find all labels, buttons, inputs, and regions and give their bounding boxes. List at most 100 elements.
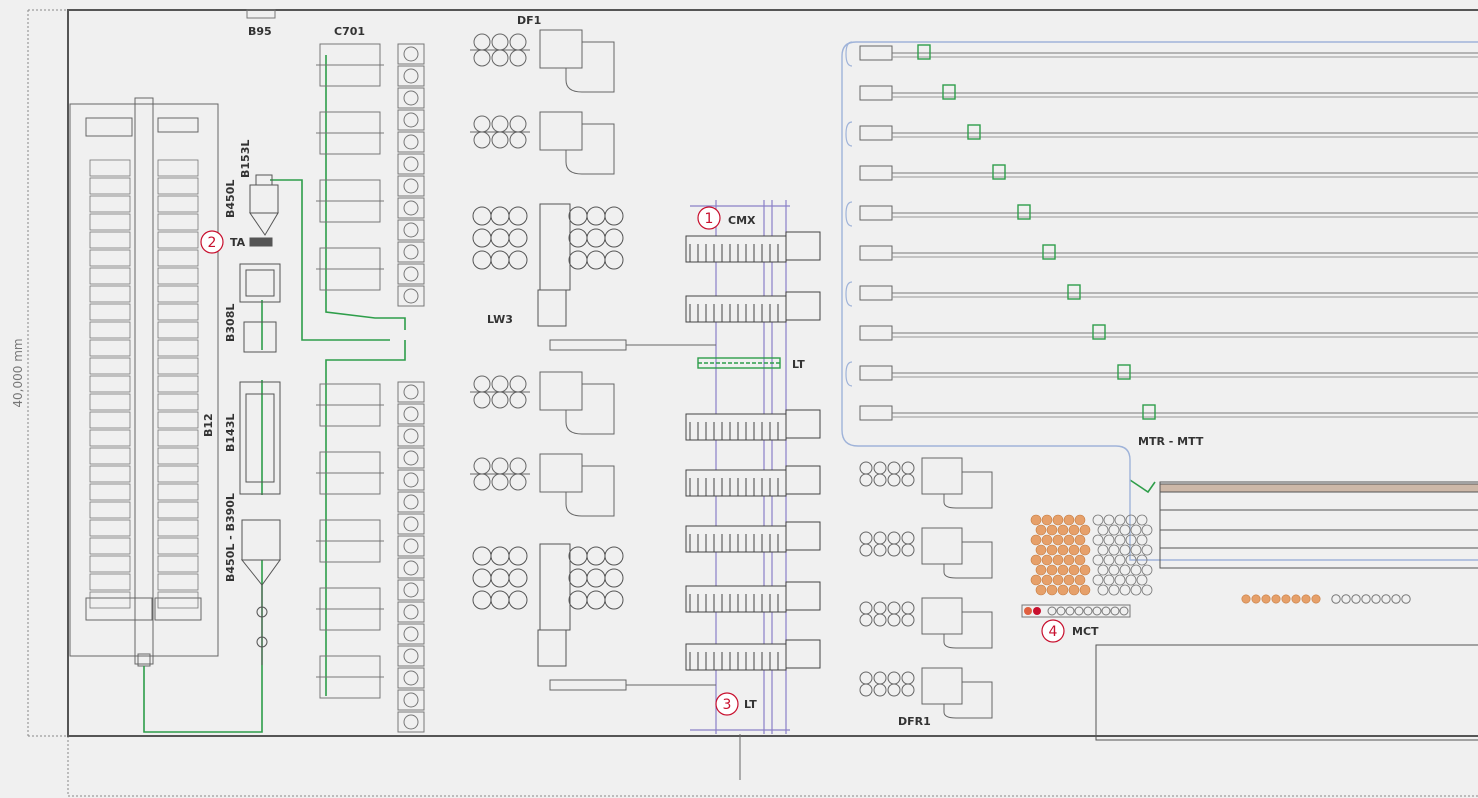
reel bbox=[473, 115, 491, 133]
reel bbox=[509, 115, 527, 133]
empty-coil bbox=[1119, 564, 1131, 576]
label-df1: DF1 bbox=[517, 14, 541, 27]
row-empty-coil bbox=[1361, 594, 1371, 604]
lane-loop bbox=[845, 281, 853, 307]
rack-slot bbox=[89, 159, 131, 177]
pump bbox=[403, 244, 419, 260]
reel bbox=[491, 457, 509, 475]
rack-slot bbox=[89, 339, 131, 357]
full-coil bbox=[1074, 554, 1086, 566]
pump bbox=[403, 112, 419, 128]
empty-coil bbox=[1136, 574, 1148, 586]
reel bbox=[873, 531, 887, 545]
pump bbox=[403, 450, 419, 466]
cmx-head bbox=[785, 581, 821, 611]
reel bbox=[473, 33, 491, 51]
pump-box bbox=[397, 711, 425, 733]
rack-slot bbox=[89, 177, 131, 195]
empty-coil bbox=[1130, 544, 1142, 556]
reel bbox=[473, 457, 491, 475]
label-cmx: CMX bbox=[728, 214, 756, 227]
full-coil bbox=[1030, 514, 1042, 526]
b12-right-rack bbox=[157, 159, 199, 609]
full-coil bbox=[1068, 544, 1080, 556]
reel bbox=[491, 131, 509, 149]
full-coil bbox=[1068, 524, 1080, 536]
empty-coil bbox=[1130, 584, 1142, 596]
mtr-return-loop bbox=[841, 41, 1478, 561]
row-full-coil bbox=[1311, 594, 1321, 604]
row-full-coil bbox=[1281, 594, 1291, 604]
pump bbox=[403, 178, 419, 194]
full-coil bbox=[1035, 544, 1047, 556]
spool bbox=[508, 568, 528, 588]
label-b450l-b390l: B450L - B390L bbox=[224, 493, 237, 582]
pump bbox=[403, 516, 419, 532]
rack-slot bbox=[89, 447, 131, 465]
empty-coil bbox=[1108, 564, 1120, 576]
rack-slot bbox=[89, 519, 131, 537]
row-empty-coil bbox=[1391, 594, 1401, 604]
full-coil bbox=[1057, 544, 1069, 556]
full-coil bbox=[1046, 564, 1058, 576]
spool bbox=[490, 250, 510, 270]
full-coil bbox=[1052, 554, 1064, 566]
lane-loop bbox=[845, 41, 853, 67]
pump-box bbox=[397, 601, 425, 623]
row-full-coil bbox=[1291, 594, 1301, 604]
df1-equipment bbox=[470, 29, 615, 517]
pump bbox=[403, 222, 419, 238]
full-coil bbox=[1035, 564, 1047, 576]
full-coil bbox=[1063, 554, 1075, 566]
lw3-equipment bbox=[472, 203, 624, 667]
spool bbox=[586, 228, 606, 248]
green-pipes bbox=[143, 55, 1156, 733]
rack-slot bbox=[89, 375, 131, 393]
row-coil bbox=[1101, 606, 1111, 616]
rack-slot bbox=[157, 447, 199, 465]
pump bbox=[403, 494, 419, 510]
full-coil bbox=[1030, 554, 1042, 566]
spool bbox=[508, 228, 528, 248]
callout-4: 4 bbox=[1041, 619, 1065, 643]
row-coil bbox=[1110, 606, 1120, 616]
dfr-chute bbox=[943, 471, 993, 509]
rack-slot bbox=[157, 555, 199, 573]
building-outline bbox=[67, 9, 1478, 737]
reel bbox=[873, 601, 887, 615]
pump-box bbox=[397, 381, 425, 403]
callout-2: 2 bbox=[200, 230, 224, 254]
pump-box bbox=[397, 425, 425, 447]
empty-coil bbox=[1130, 524, 1142, 536]
b12-left-rack bbox=[89, 159, 131, 609]
row-coil bbox=[1083, 606, 1093, 616]
cmx-head bbox=[785, 465, 821, 495]
lane-loop bbox=[845, 361, 853, 387]
spool bbox=[490, 206, 510, 226]
rack-slot bbox=[157, 393, 199, 411]
reel bbox=[473, 131, 491, 149]
label-lt-mid: LT bbox=[792, 358, 805, 371]
spool bbox=[490, 228, 510, 248]
spool bbox=[508, 250, 528, 270]
dfr-unit bbox=[921, 597, 963, 635]
cmx-body bbox=[685, 413, 787, 441]
rack-slot bbox=[157, 213, 199, 231]
rack-slot bbox=[157, 159, 199, 177]
callout-3: 3 bbox=[715, 692, 739, 716]
spool bbox=[568, 206, 588, 226]
rack-slot bbox=[157, 465, 199, 483]
reel bbox=[509, 33, 527, 51]
df-unit bbox=[539, 453, 583, 493]
reel bbox=[873, 543, 887, 557]
lane-head bbox=[859, 325, 893, 341]
row-full-coil bbox=[1251, 594, 1261, 604]
spool bbox=[604, 546, 624, 566]
rack-slot bbox=[89, 591, 131, 609]
rack-slot bbox=[89, 465, 131, 483]
reel bbox=[901, 613, 915, 627]
pump bbox=[403, 428, 419, 444]
spool bbox=[586, 206, 606, 226]
spool bbox=[568, 228, 588, 248]
cmx-body bbox=[685, 295, 787, 323]
